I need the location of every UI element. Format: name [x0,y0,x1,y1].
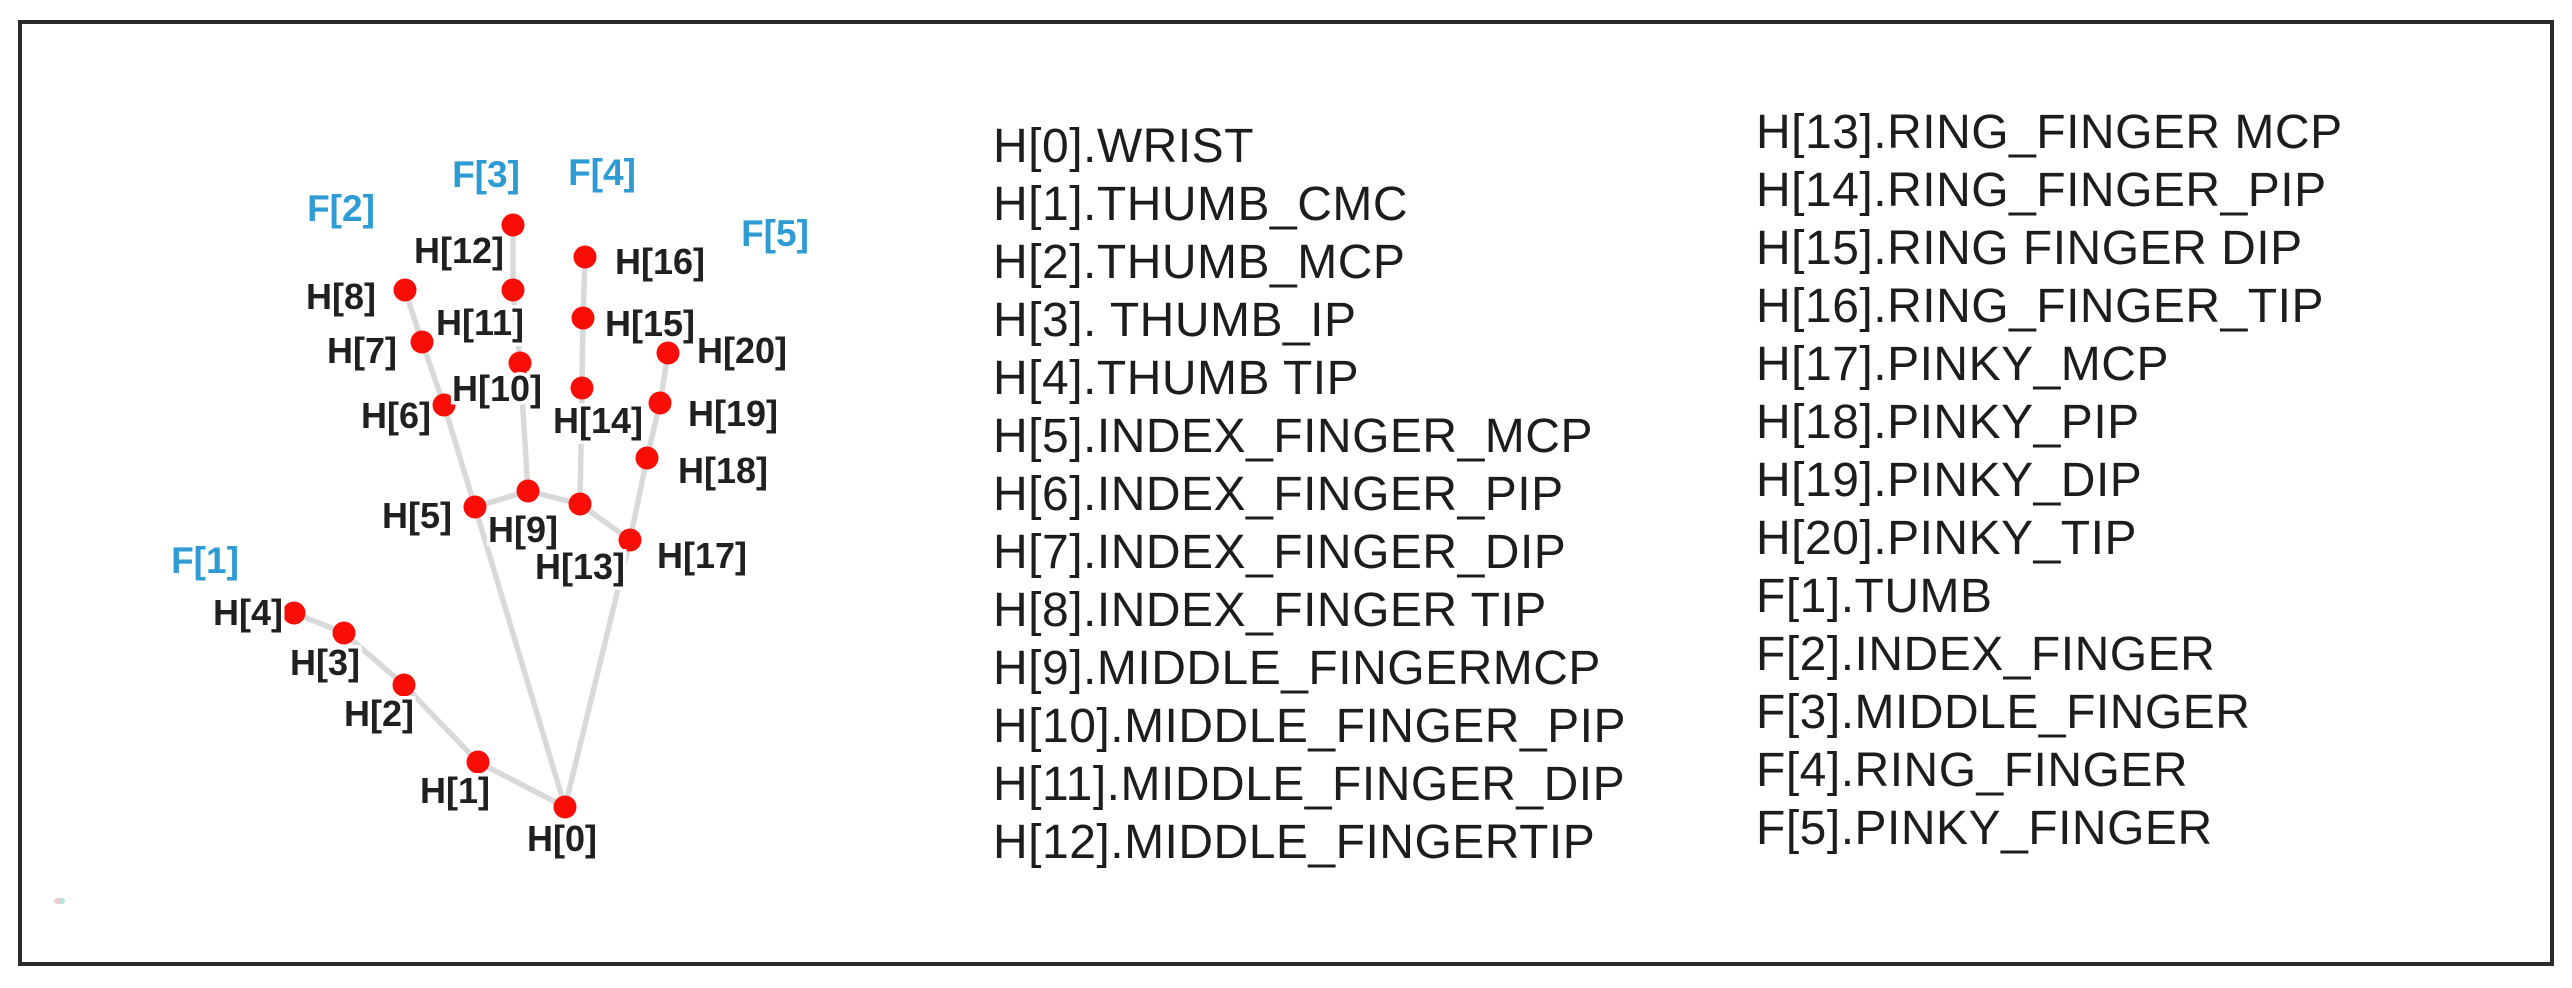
hand-bone-line [341,630,407,688]
hand-landmark-label: H[4] [213,592,283,633]
legend-item: H[8].INDEX_FINGER TIP [993,584,1547,637]
hand-bone-line [441,402,478,510]
finger-labels-layer: F[1] F[2] F[3] F[4] F[5] [168,149,812,584]
hand-landmark-label: H[18] [678,450,768,491]
hand-landmark-dot [568,492,592,516]
legend-item: H[13].RING_FINGER MCP [1756,106,2343,159]
hand-landmark-label: H[13] [535,546,625,587]
hand-landmark-label: H[15] [605,303,695,344]
hand-landmark-label: H[6] [361,395,431,436]
hand-skeleton-diagram: H[0] H[1]H[2] H[3]H[4] H[5] H[6] H[7] H[8] H[9]… [168,149,812,863]
legend-item: H[17].PINKY_MCP [1756,338,2169,391]
legend-item: H[10].MIDDLE_FINGER_PIP [993,700,1627,753]
hand-bone-line [517,360,531,494]
hand-landmark-label: H[1] [420,770,490,811]
hand-landmark-label: H[16] [615,241,705,282]
legend-item: F[3].MIDDLE_FINGER [1756,686,2251,739]
legend-item: H[0].WRIST [993,120,1255,173]
legend-item: F[4].RING_FINGER [1756,744,2189,797]
hand-bone-line [472,504,568,810]
hand-landmark-label: H[19] [688,393,778,434]
hand-landmark-label: H[9] [488,509,558,550]
hand-bone-line [562,537,633,810]
legend-item: H[7].INDEX_FINGER_DIP [993,526,1567,579]
legend-item: F[2].INDEX_FINGER [1756,628,2216,681]
legend-item: H[5].INDEX_FINGER_MCP [993,410,1593,463]
legend-item: H[6].INDEX_FINGER_PIP [993,468,1564,521]
finger-label: F[2] [307,188,375,229]
hand-landmark-dot [656,341,680,365]
hand-bone-line [510,287,523,366]
legend-item: H[4].THUMB TIP [993,352,1360,405]
hand-landmark-label: H[3] [290,642,360,683]
legend-item: H[11].MIDDLE_FINGER_DIP [993,758,1626,811]
hand-landmark-dot [570,376,594,400]
finger-label: F[1] [171,540,239,581]
hand-landmark-label: H[17] [657,535,747,576]
hand-landmark-dot [393,278,417,302]
hand-bone-line [475,759,568,810]
legend-item: H[2].THUMB_MCP [993,236,1406,289]
finger-label: F[5] [741,213,809,254]
hand-landmark-label: H[14] [553,400,643,441]
legend-item: H[12].MIDDLE_FINGERTIP [993,816,1596,869]
hand-landmark-label: H[12] [414,230,504,271]
legend-item: H[9].MIDDLE_FINGERMCP [993,642,1601,695]
hand-landmark-label: H[11] [436,302,524,343]
legend-item: H[16].RING_FINGER_TIP [1756,280,2324,333]
legend-item: H[19].PINKY_DIP [1756,454,2143,507]
hand-landmark-label: H[2] [344,693,414,734]
legend-item: H[1].THUMB_CMC [993,178,1409,231]
hand-landmark-dot [553,795,577,819]
hand-landmark-dot [463,495,487,519]
hand-landmark-dot [410,330,434,354]
hand-landmark-label: H[5] [382,495,452,536]
hand-landmark-dot [573,245,597,269]
hand-landmark-dot [508,351,532,375]
hand-dots-layer [282,213,680,819]
legend-item: H[3]. THUMB_IP [993,294,1357,347]
hand-landmark-dot [501,278,525,302]
hand-bone-line [401,682,481,765]
ink-smudge-artifact [54,898,65,904]
hand-landmark-label: H[20] [697,330,787,371]
legend-item: H[15].RING FINGER DIP [1756,222,2303,275]
hand-bone-line [579,315,586,391]
legend-item: F[1].TUMB [1756,570,1993,623]
hand-landmark-dot [618,528,642,552]
legend-item: H[18].PINKY_PIP [1756,396,2140,449]
hand-landmark-dot [516,479,540,503]
hand-landmark-dot [466,750,490,774]
hand-landmark-dot [392,673,416,697]
hand-landmark-label: H[8] [306,276,376,317]
hand-landmark-label: H[7] [327,330,397,371]
hand-bone-line [627,455,650,543]
legend-item: F[5].PINKY_FINGER [1756,802,2213,855]
hand-landmark-label: H[0] [527,818,597,859]
hand-landmark-dot [501,213,525,237]
hand-labels-layer: H[0] H[1]H[2] H[3]H[4] H[5] H[6] H[7] H[8] H[9]… [210,227,791,863]
hand-landmark-dot [282,601,306,625]
hand-landmark-dot [571,306,595,330]
finger-label: F[4] [568,152,636,193]
legend-item: H[14].RING_FINGER_PIP [1756,164,2327,217]
hand-landmark-dot [635,446,659,470]
legend-item: H[20].PINKY_TIP [1756,512,2137,565]
hand-landmark-label: H[10] [452,368,542,409]
hand-landmark-dot [648,391,672,415]
hand-landmark-dot [432,393,456,417]
hand-landmark-dot [332,621,356,645]
figure-border [18,20,2554,966]
hand-bone-line [577,385,585,507]
finger-label: F[3] [452,154,520,195]
